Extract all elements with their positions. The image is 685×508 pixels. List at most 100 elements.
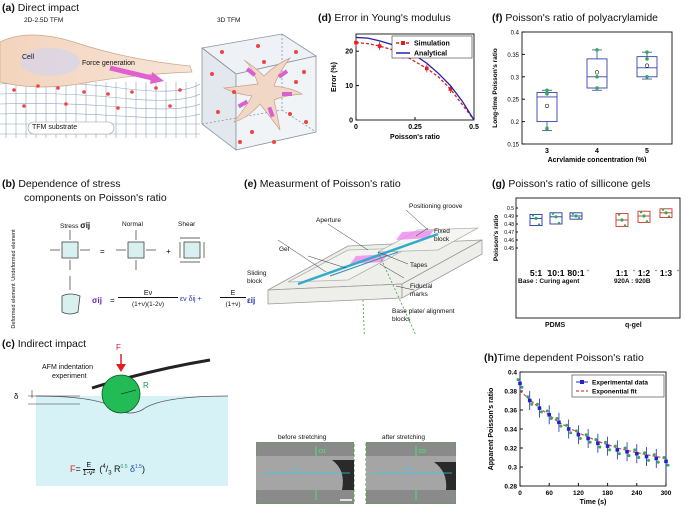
chart-h-legend-box	[571, 374, 665, 398]
chart-g-ratio-label: 1:2	[638, 268, 651, 278]
chart-h-point-green	[613, 444, 617, 448]
chart-h-xtick-label: 60	[546, 490, 554, 497]
deformed-label: Deformed element	[11, 283, 17, 329]
afm-label-line2: experiment	[52, 373, 87, 380]
chart-f-frame	[521, 31, 673, 145]
chart-d-legend-box	[391, 35, 473, 59]
eq-epsilon: εij	[247, 296, 256, 305]
chart-h-point	[605, 444, 610, 448]
chart-g-ytick-label: 0.48	[504, 222, 514, 228]
eq-denominator-2: (1+ν)	[225, 301, 241, 308]
chart-h-point	[537, 406, 542, 410]
chart-g-point	[642, 214, 646, 218]
panel-a-title: (a) Direct impact	[2, 2, 80, 14]
qgel-label: q-gel	[625, 322, 642, 329]
chart-h-point	[615, 448, 620, 452]
chart-d-xtick-label: 0.25	[408, 124, 422, 131]
chart-h-point-green	[608, 448, 612, 452]
chart-g-ytick-label: 0.49	[504, 214, 514, 220]
chart-f-ytick-label: 0.2	[511, 120, 520, 126]
label-base-plate: Base plate/ alignment blocks	[392, 308, 455, 323]
normal-label: Normal	[122, 221, 143, 228]
chart-g-ytick-label: 0.46	[504, 238, 514, 244]
chart-d-xlabel: Poisson's ratio	[390, 134, 440, 141]
chart-h-point-green	[574, 429, 578, 433]
chart-d-ytick-label: 10	[345, 83, 353, 90]
chart-g-point	[623, 224, 627, 227]
panel-c-title: (c) Indirect impact	[2, 338, 87, 350]
chart-d-ytick-label: 20	[345, 49, 353, 56]
chart-f-point	[545, 88, 549, 93]
d2-label: D2	[419, 449, 427, 455]
chart-g-point	[554, 215, 558, 219]
chart-d-legend-label: Analytical	[414, 51, 447, 58]
chart-g-point	[639, 211, 643, 214]
chart-f-point	[595, 86, 599, 90]
chart-g-ratio-marker: ÷	[677, 268, 680, 274]
radius-label: R	[143, 381, 149, 390]
chart-h-point-green	[569, 431, 573, 435]
chart-f-point	[595, 48, 599, 52]
chart-h-point-green	[530, 402, 534, 406]
tfm-substrate-label: TFM substrate	[32, 124, 78, 131]
label-fiducial-marks: Fiducial marks	[410, 283, 433, 298]
force-generation-label: Force generation	[82, 60, 135, 67]
chart-g-point	[557, 221, 561, 225]
d1-label: D1	[319, 449, 327, 455]
chart-f-ytick-label: 0.25	[507, 98, 519, 104]
chart-f-mean	[644, 63, 650, 68]
chart-d-series-line	[355, 41, 475, 121]
chart-h-ytick-label: 0.3	[508, 465, 517, 472]
chart-d-legend-marker	[401, 41, 405, 45]
chart-h-point-green	[539, 410, 543, 414]
chart-h-point-green	[627, 454, 631, 458]
chart-d-xtick-label: 0	[354, 124, 358, 131]
chart-h-point	[654, 456, 659, 461]
chart-h-point	[566, 427, 571, 431]
chart-g-point	[620, 218, 624, 222]
chart-g-point	[617, 213, 621, 216]
chart-g-point	[577, 217, 581, 220]
chart-h-point-green	[633, 448, 637, 452]
chart-h-point	[547, 412, 551, 417]
chart-h-point	[576, 432, 581, 437]
panel-b-title: (b) Dependence of stress	[2, 178, 121, 190]
chart-g-point	[661, 208, 665, 211]
tfm-3d-cube	[201, 33, 318, 151]
chart-d-ylabel: Error (%)	[331, 62, 338, 92]
chart-f-xtick-label: 5	[645, 148, 649, 155]
chart-f-point	[645, 50, 649, 54]
panel-f-title: (f) Poisson's ratio of polyacrylamide	[492, 12, 658, 24]
chart-h-xtick-label: 300	[661, 490, 672, 497]
after-stretching-label: after stretching	[382, 434, 425, 441]
chart-g-point	[537, 223, 541, 226]
chart-h-point	[518, 381, 522, 386]
eq-middle-term: εν δij +	[180, 296, 202, 303]
chart-h-point-green	[578, 437, 582, 440]
chart-g-ytick-label: 0.47	[504, 230, 514, 236]
base-curing-label: Base : Curing agent	[518, 278, 580, 285]
chart-g-frame	[515, 197, 681, 319]
afm-label-line1: AFM indentation	[42, 364, 93, 371]
chart-h-ytick-label: 0.4	[508, 370, 517, 377]
qgel-ratio-label: 920A : 920B	[614, 278, 651, 285]
chart-g-ratio-marker: ÷	[567, 268, 570, 274]
chart-h-point-green	[647, 458, 651, 462]
panel-h-title: (h)Time dependent Poisson's ratio	[484, 352, 644, 364]
l2-label: L2	[406, 466, 413, 472]
chart-g-point	[551, 212, 555, 215]
chart-h-point	[664, 459, 668, 464]
stress-label: Stress σij	[60, 221, 91, 230]
chart-g-ratio-marker: ÷	[655, 268, 658, 274]
chart-h-point-green	[604, 440, 608, 444]
chart-h-point-green	[565, 423, 569, 427]
chart-f-ytick-label: 0.4	[511, 31, 520, 37]
chart-h-point-green	[666, 463, 670, 467]
chart-h-point	[586, 436, 590, 441]
chart-f-point	[595, 75, 599, 79]
chart-h-point-green	[623, 446, 627, 450]
tfm-2d-illustration	[0, 34, 200, 138]
chart-h-point-green	[516, 378, 520, 382]
